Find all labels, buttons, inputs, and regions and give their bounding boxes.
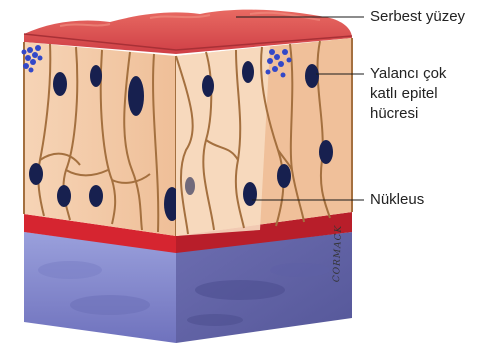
label-cell-line-1: Yalancı çok [370, 64, 446, 84]
nucleus-shape [53, 72, 67, 96]
nucleus-shape [305, 64, 319, 88]
nucleus-shape [57, 185, 71, 207]
nucleus-shape [242, 61, 254, 83]
side-cell-layer [176, 38, 352, 236]
front-cell-layer [24, 42, 180, 236]
nucleus-shape [319, 140, 333, 164]
label-cell-line-3: hücresi [370, 104, 446, 124]
label-cell-line-2: katlı epitel [370, 84, 446, 104]
nucleus-shape [89, 185, 103, 207]
label-nucleus: Nükleus [370, 190, 424, 210]
nucleus-shape [29, 163, 43, 185]
nucleus-shape [277, 164, 291, 188]
nucleus-shape [128, 76, 144, 116]
artist-signature: CORMACK [332, 225, 344, 283]
label-free-surface: Serbest yüzey [370, 7, 465, 27]
label-cell-type: Yalancı çok katlı epitel hücresi [370, 64, 446, 124]
nucleus-shape [202, 75, 214, 97]
nucleus-shape [185, 177, 195, 195]
nucleus-shape [90, 65, 102, 87]
nucleus-shape [243, 182, 257, 206]
